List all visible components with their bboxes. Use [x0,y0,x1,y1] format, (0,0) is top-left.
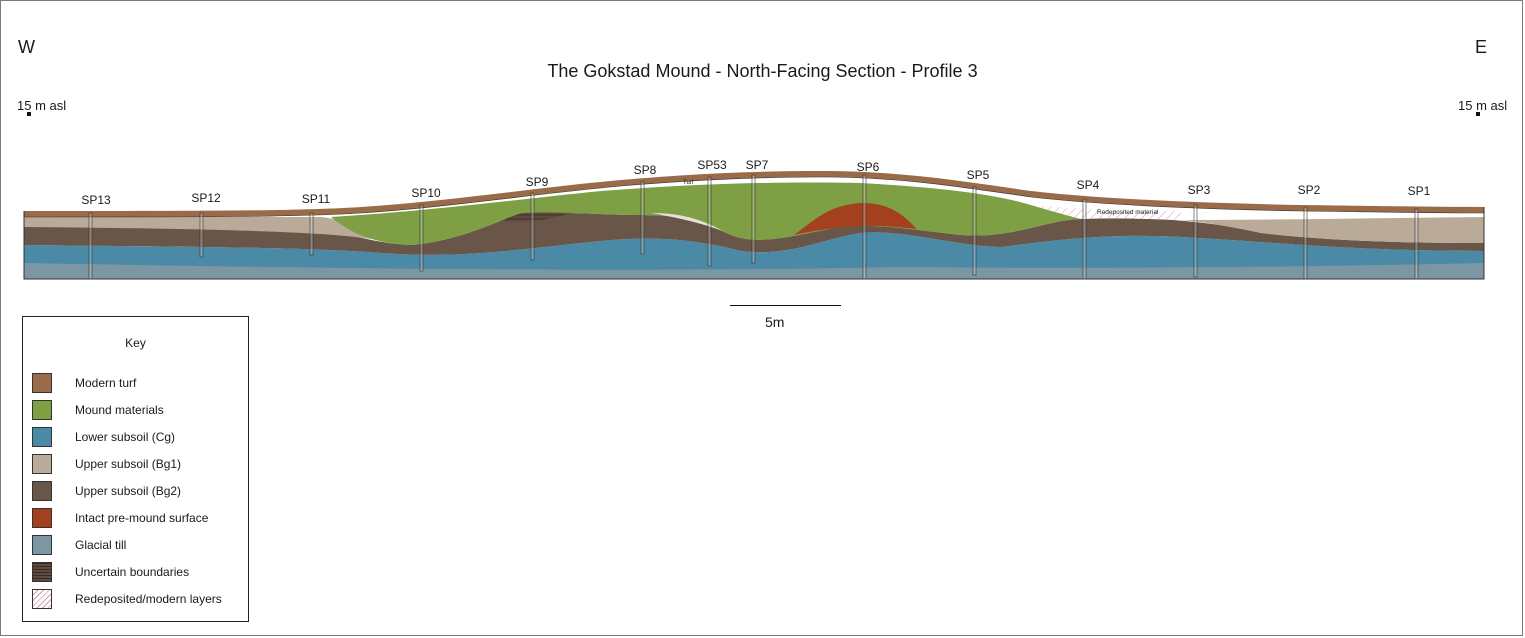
sample-point-label: SP8 [634,163,657,177]
elevation-label-right: 15 m asl [1458,98,1508,113]
elevation-marker-left-icon [27,112,31,116]
sample-point-label: SP7 [746,158,769,172]
key-label: Uncertain boundaries [75,565,190,579]
swatch-upper-subsoil-bg1 [32,454,52,474]
key-label: Upper subsoil (Bg2) [75,484,182,498]
sample-point-label: SP6 [857,160,880,174]
scale-bar [730,305,841,306]
elevation-label-left: 15 m asl [17,98,67,113]
scale-label: 5m [765,314,785,330]
key-label: Mound materials [75,403,164,417]
swatch-upper-subsoil-bg2 [32,481,52,501]
sample-point-label: SP53 [697,158,727,172]
swatch-redeposited-modern-layers [32,589,52,609]
sample-point-label: SP1 [1408,184,1431,198]
swatch-mound-materials [32,400,52,420]
key-label: Upper subsoil (Bg1) [75,457,182,471]
east-label: E [1475,37,1488,57]
layer-intact-pre-mound-surface [794,203,917,235]
swatch-glacial-till [32,535,52,555]
sample-point-label: SP3 [1188,183,1211,197]
legend-key: Key Modern turf Mound materials Lower su… [22,316,249,622]
sample-point-label: SP4 [1077,178,1100,192]
sample-point-label: SP12 [191,191,221,205]
elevation-marker-right-icon [1476,112,1480,116]
sample-point-label: SP13 [81,193,111,207]
turf-annotation: Turf [683,180,694,186]
layer-upper-subsoil-bg2 [24,212,1484,255]
swatch-lower-subsoil [32,427,52,447]
sample-point-label: SP5 [967,168,990,182]
sample-point-label: SP11 [302,192,331,206]
layer-mound-materials [331,182,1081,245]
swatch-uncertain-boundaries [32,562,52,582]
figure-title: The Gokstad Mound - North-Facing Section… [547,61,978,81]
redeposited-annotation: Redeposited material [1097,209,1159,216]
layer-upper-subsoil-bg1-east [1181,217,1484,243]
key-label: Redeposited/modern layers [75,592,222,606]
sample-point-cores [88,174,1419,280]
key-label: Lower subsoil (Cg) [75,430,176,444]
sample-point-label: SP9 [526,175,549,189]
layer-redeposited-east [1031,205,1181,220]
key-title: Key [125,336,146,350]
sample-point-label: SP10 [411,186,441,200]
west-label: W [18,37,35,57]
layer-modern-turf [24,171,1484,217]
key-label: Intact pre-mound surface [75,511,209,525]
layer-lower-subsoil [24,232,1484,270]
stratigraphic-section: SP13 SP12 SP11 SP10 SP9 SP8 SP53 SP7 SP6… [23,158,1485,280]
layer-upper-subsoil-bg1-west [24,217,371,239]
key-label: Modern turf [75,376,137,390]
swatch-modern-turf [32,373,52,393]
swatch-intact-pre-mound-surface [32,508,52,528]
sample-point-label: SP2 [1298,183,1321,197]
key-label: Glacial till [75,538,127,552]
